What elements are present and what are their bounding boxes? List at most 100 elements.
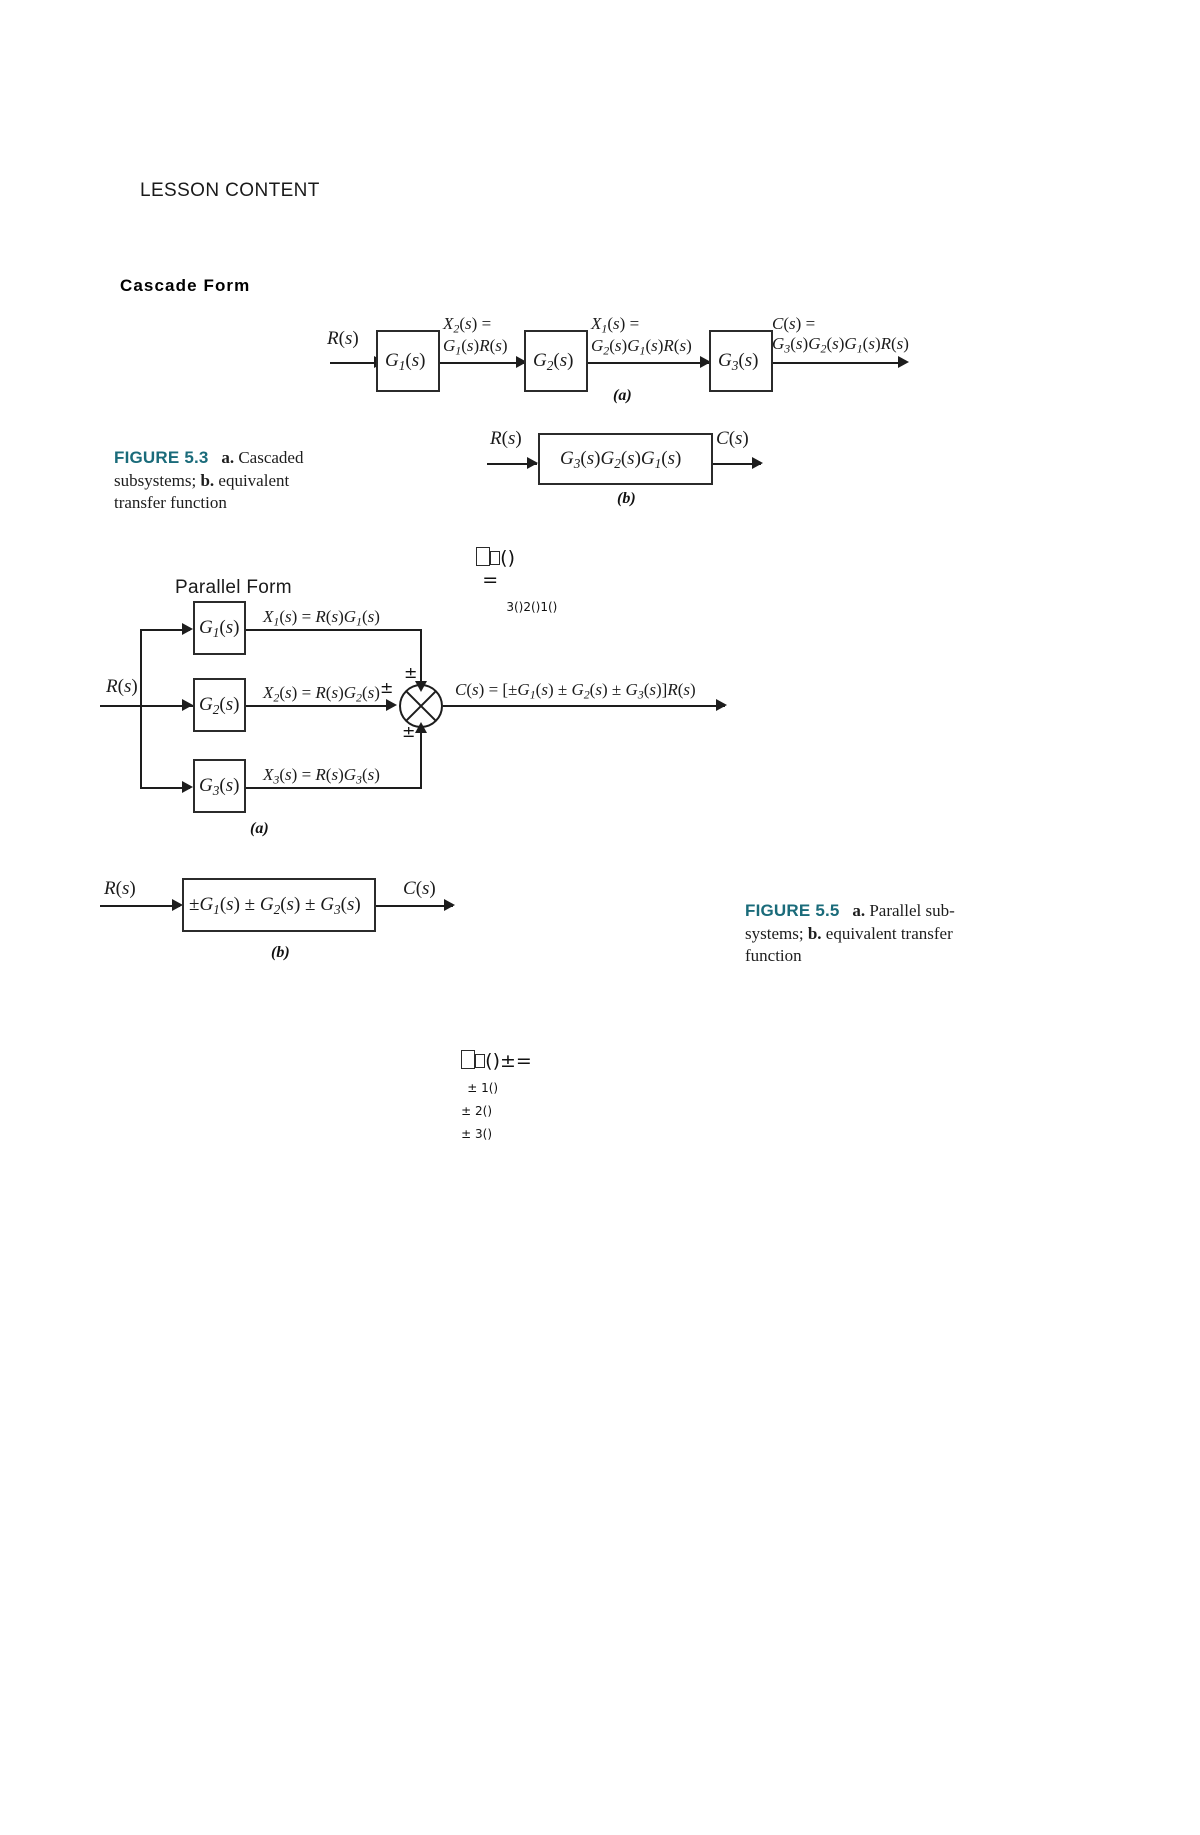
figure-5-5-text-2b: equivalent transfer [825,923,953,943]
parallel-b-input-arrow-icon [172,899,183,911]
figure-5-3-text-1: Cascaded [238,448,304,467]
parallel-b-block-label: ±G1(s) ± G2(s) ± G3(s) [189,894,361,917]
figure-5-3-part-b: b. [200,470,215,490]
figure-5-5-text-1: Parallel sub- [869,901,955,920]
equation-cascade-glyph-box [476,547,491,566]
cascade-signal-x1: X1(s) = G2(s)G1(s)R(s) [591,314,692,358]
figure-5-3-tag: FIGURE 5.3 [114,448,209,467]
equation-parallel-pm-equals: ±= [500,1050,532,1072]
parallel-signal-x1: X1(s) = R(s)G1(s) [263,607,380,629]
equation-parallel-term2: ± 2() [461,1104,493,1118]
cascade-part-b-tag: (b) [617,490,636,507]
parallel-b-output-line [376,905,453,907]
section-heading-parallel: Parallel Form [175,577,292,598]
equation-parallel-glyph-box [461,1050,476,1069]
parallel-b-input-label: R(s) [104,878,136,899]
cascade-block-g2-label: G2(s) [533,350,574,373]
figure-5-3-caption: FIGURE 5.3 a. Cascaded subsystems; b. eq… [114,447,414,515]
cascade-b-input-label: R(s) [490,428,522,449]
cascade-input-line [330,362,378,364]
figure-5-5-text-3: function [745,946,802,966]
parallel-branch1-arrow-icon [182,623,193,635]
cascade-block-g2 [524,330,588,392]
parallel-branch3-out-line [246,787,422,789]
parallel-block-g2-label: G2(s) [199,694,240,717]
parallel-branch2-arrow-icon [182,699,193,711]
figure-5-3-text-2a: subsystems; [114,470,197,490]
figure-5-5-part-b: b. [807,923,822,943]
cascade-b-input-line [487,463,537,465]
equation-cascade-paren: () [500,547,515,569]
parallel-block-g1 [193,601,246,655]
parallel-input-bus [140,629,142,787]
cascade-part-a-tag: (a) [613,387,632,404]
parallel-output-arrow-icon [716,699,727,711]
equation-cascade-glyph-sub [490,551,501,565]
cascade-b-block-label: G3(s)G2(s)G1(s) [560,448,682,471]
parallel-b-output-label: C(s) [403,878,436,899]
equation-parallel-glyph-sub [475,1054,486,1068]
parallel-branch3-arrow-icon [182,781,193,793]
parallel-signal-x2: X2(s) = R(s)G2(s) [263,683,380,705]
cascade-b-output-line [713,463,761,465]
cascade-line-g1-g2 [440,362,525,364]
parallel-sum-sign-top: ± [404,663,418,682]
parallel-b-input-line [100,905,180,907]
parallel-part-b-tag: (b) [271,944,290,961]
equation-parallel-paren: () [485,1050,500,1072]
section-heading-cascade: Cascade Form [120,276,251,295]
parallel-block-g3 [193,759,246,813]
cascade-block-g3-label: G3(s) [718,350,759,373]
figure-5-3-text-2b: equivalent [218,470,290,490]
cascade-signal-x2: X2(s) = G1(s)R(s) [443,314,508,358]
cascade-input-label: R(s) [327,328,359,349]
cascade-b-output-label: C(s) [716,428,749,449]
parallel-output-expression: C(s) = [±G1(s) ± G2(s) ± G3(s)]R(s) [455,680,696,702]
parallel-branch3-line [140,787,190,789]
figure-5-5-caption: FIGURE 5.5 a. Parallel sub- systems; b. … [745,900,1005,968]
cascade-b-input-arrow-icon [527,457,538,469]
figure-5-3-part-a: a. [221,448,235,467]
cascade-block-g3 [709,330,773,392]
parallel-sum-sign-bottom: ± [402,722,416,741]
cascade-signal-c: C(s) = G3(s)G2(s)G1(s)R(s) [772,314,909,356]
parallel-block-g2 [193,678,246,732]
parallel-branch1-down-line [420,629,422,686]
parallel-part-a-tag: (a) [250,820,269,837]
cascade-arrow-g2-icon [516,356,527,368]
parallel-branch1-line [140,629,190,631]
cascade-b-output-arrow-icon [752,457,763,469]
cascade-b-equivalent-block [538,433,713,485]
parallel-block-g3-label: G3(s) [199,775,240,798]
equation-parallel: ()±= ± 1() ± 2() ± 3() [437,1028,532,1163]
figure-5-3-text-3: transfer function [114,493,227,513]
equation-parallel-term1: ± 1() [467,1081,499,1095]
equation-cascade-rhs: 3()2()1() [506,600,558,614]
parallel-b-output-arrow-icon [444,899,455,911]
cascade-output-line [773,362,905,364]
cascade-line-g2-g3 [588,362,710,364]
figure-5-5-tag: FIGURE 5.5 [745,901,840,920]
cascade-block-g1 [376,330,440,392]
cascade-output-arrow-icon [898,356,909,368]
parallel-branch2-out-line [246,705,392,707]
parallel-summing-junction [399,684,443,728]
cascade-arrow-g3-icon [700,356,711,368]
parallel-block-g1-label: G1(s) [199,617,240,640]
cascade-block-g1-label: G1(s) [385,350,426,373]
parallel-branch3-up-line [420,727,422,787]
parallel-input-label: R(s) [106,676,138,697]
equation-cascade-equals: = [482,569,499,591]
parallel-b-equivalent-block [182,878,376,932]
parallel-output-line [443,705,725,707]
figure-5-5-part-a: a. [852,901,866,920]
equation-cascade: () = 3()2()1() [452,525,557,636]
parallel-sum-sign-left: ± [380,678,394,697]
parallel-branch2-arrow-sum-icon [386,699,397,711]
parallel-signal-x3: X3(s) = R(s)G3(s) [263,765,380,787]
page-title: LESSON CONTENT [140,180,320,201]
figure-5-5-text-2: systems; [745,923,804,943]
equation-parallel-term3: ± 3() [461,1127,493,1141]
parallel-branch1-out-line [246,629,422,631]
